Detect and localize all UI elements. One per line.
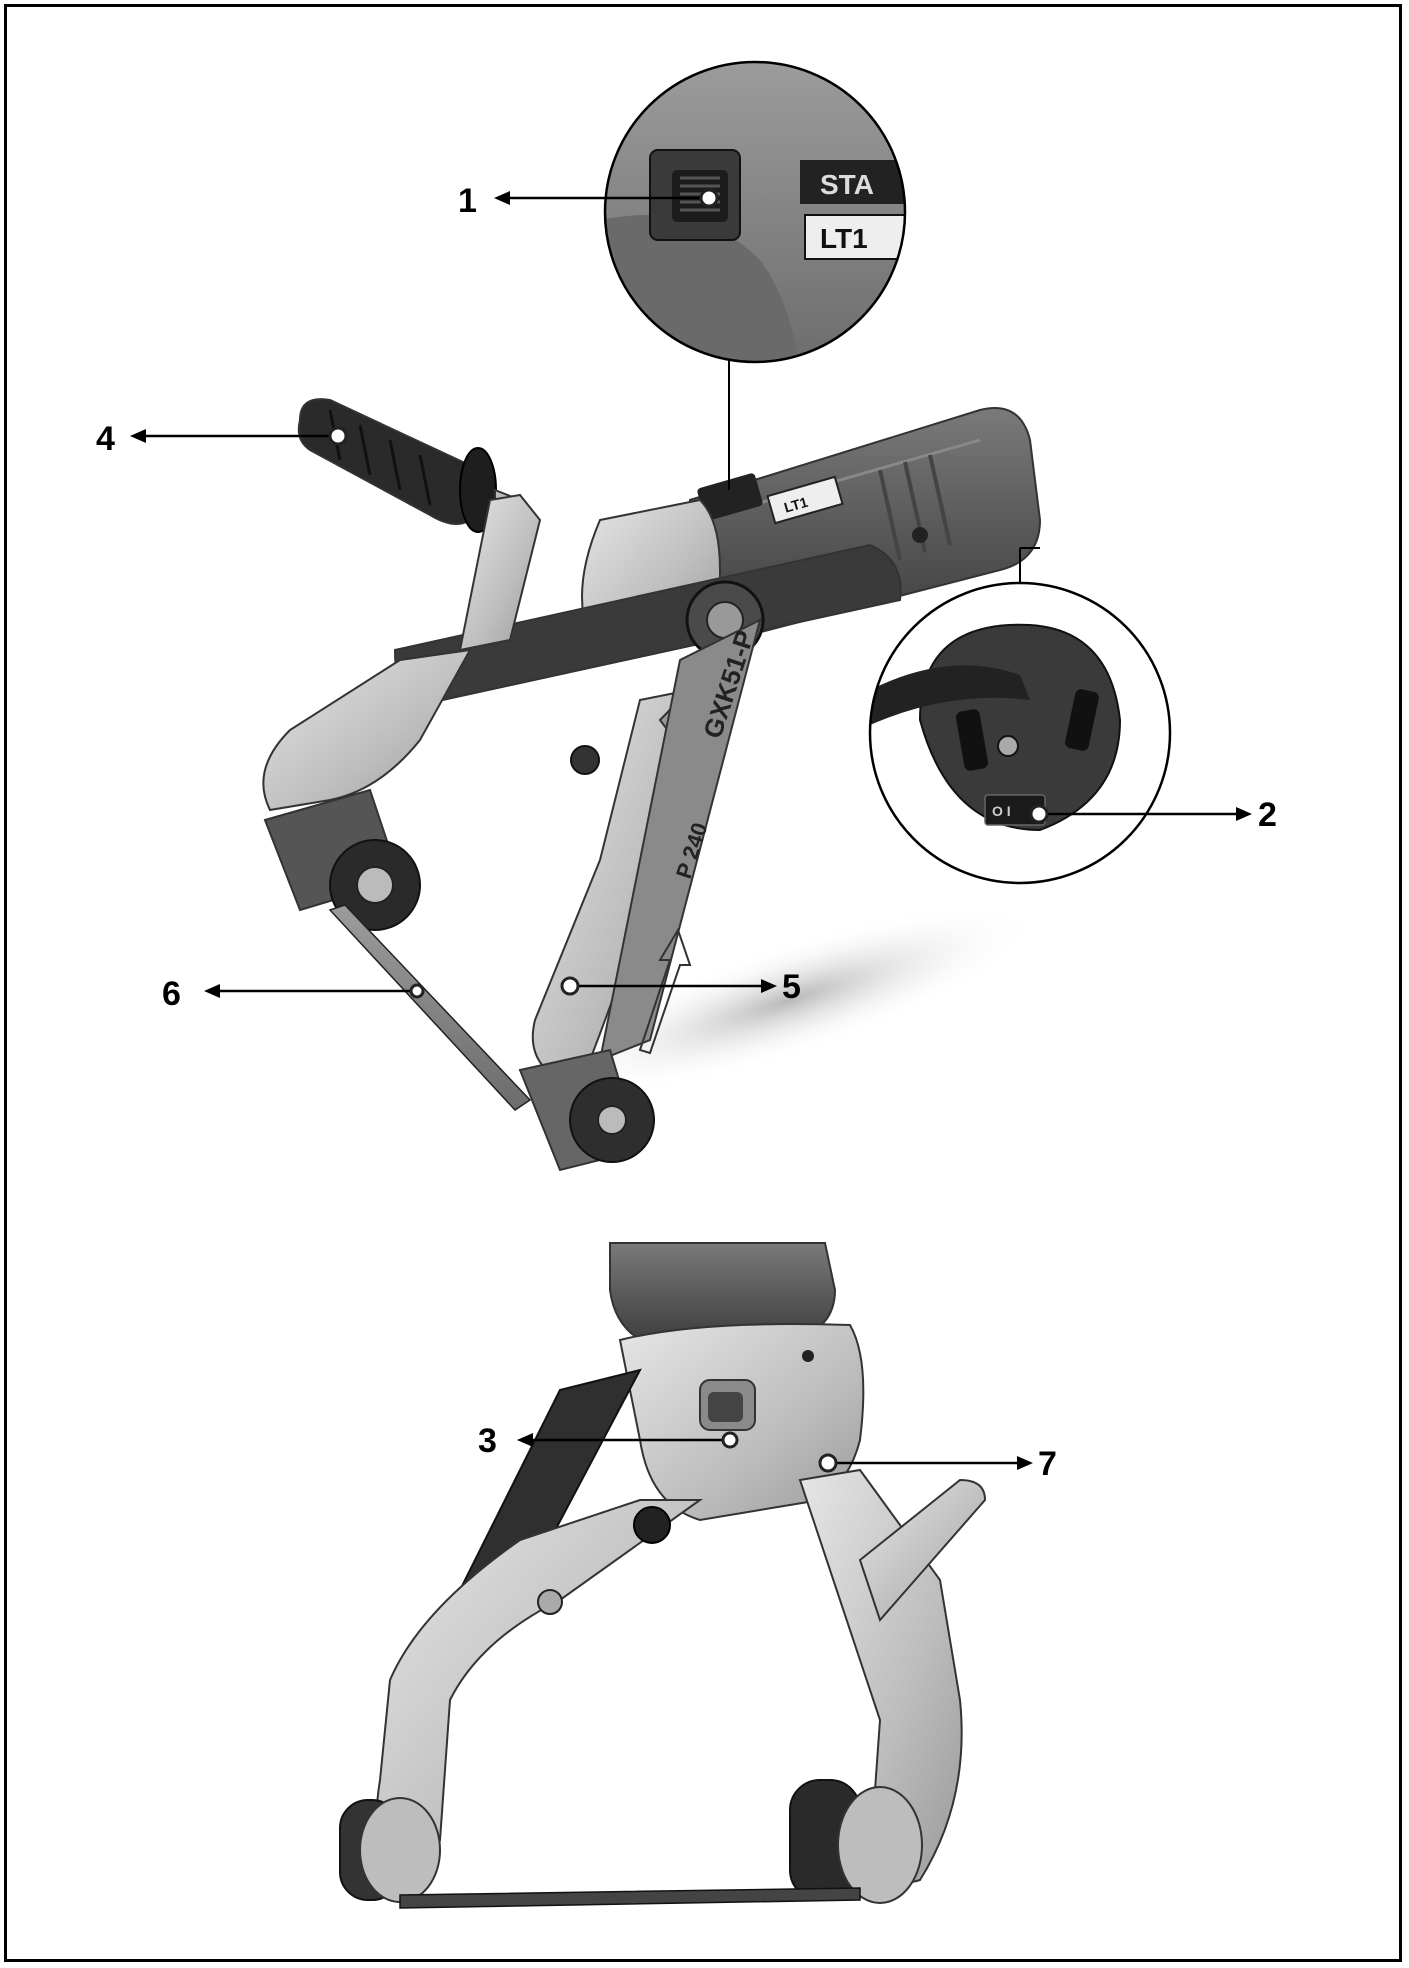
tool-front-view (339, 1242, 987, 1909)
callout-label-4: 4 (96, 420, 115, 458)
bottom-roller (518, 1048, 655, 1172)
callout-label-5: 5 (782, 968, 801, 1006)
callout-7: 7 (818, 1445, 1057, 1483)
handle-bracket (458, 493, 542, 652)
zoom-detail-rear: O I (868, 581, 1172, 885)
page-border (4, 4, 1402, 1962)
model-sticker-text: LT1 (782, 494, 810, 516)
belt-bottom (399, 1887, 861, 1909)
model-mark: LT1 (820, 223, 868, 254)
left-roller (263, 788, 421, 931)
callout-1: 1 (458, 182, 719, 220)
switch-mark: O I (992, 803, 1011, 819)
callout-label-7: 7 (1038, 1445, 1057, 1483)
callout-label-2: 2 (1258, 796, 1277, 834)
spindle-lock (699, 1379, 756, 1431)
tool-top-view: LT1 (262, 398, 1042, 1172)
callout-label-6: 6 (162, 975, 181, 1013)
left-arm (262, 648, 472, 812)
zoom-detail-switch: STA LT1 (603, 60, 907, 364)
brand-mark: STA (820, 169, 874, 200)
callout-3: 3 (478, 1422, 739, 1460)
front-left-roller (339, 1797, 441, 1903)
callout-label-3: 3 (478, 1422, 497, 1460)
front-right-roller (789, 1779, 923, 1904)
callout-6: 6 (162, 975, 425, 1013)
abrasive-belt (328, 904, 532, 1111)
callout-label-1: 1 (458, 182, 477, 220)
direction-arrow-icon (638, 927, 692, 1055)
callout-2: 2 (1029, 796, 1277, 834)
floor-shadow (542, 904, 1038, 1096)
callout-5: 5 (560, 968, 801, 1006)
callout-4: 4 (96, 420, 348, 458)
front-brace (858, 1478, 987, 1622)
lock-knob (570, 745, 600, 775)
